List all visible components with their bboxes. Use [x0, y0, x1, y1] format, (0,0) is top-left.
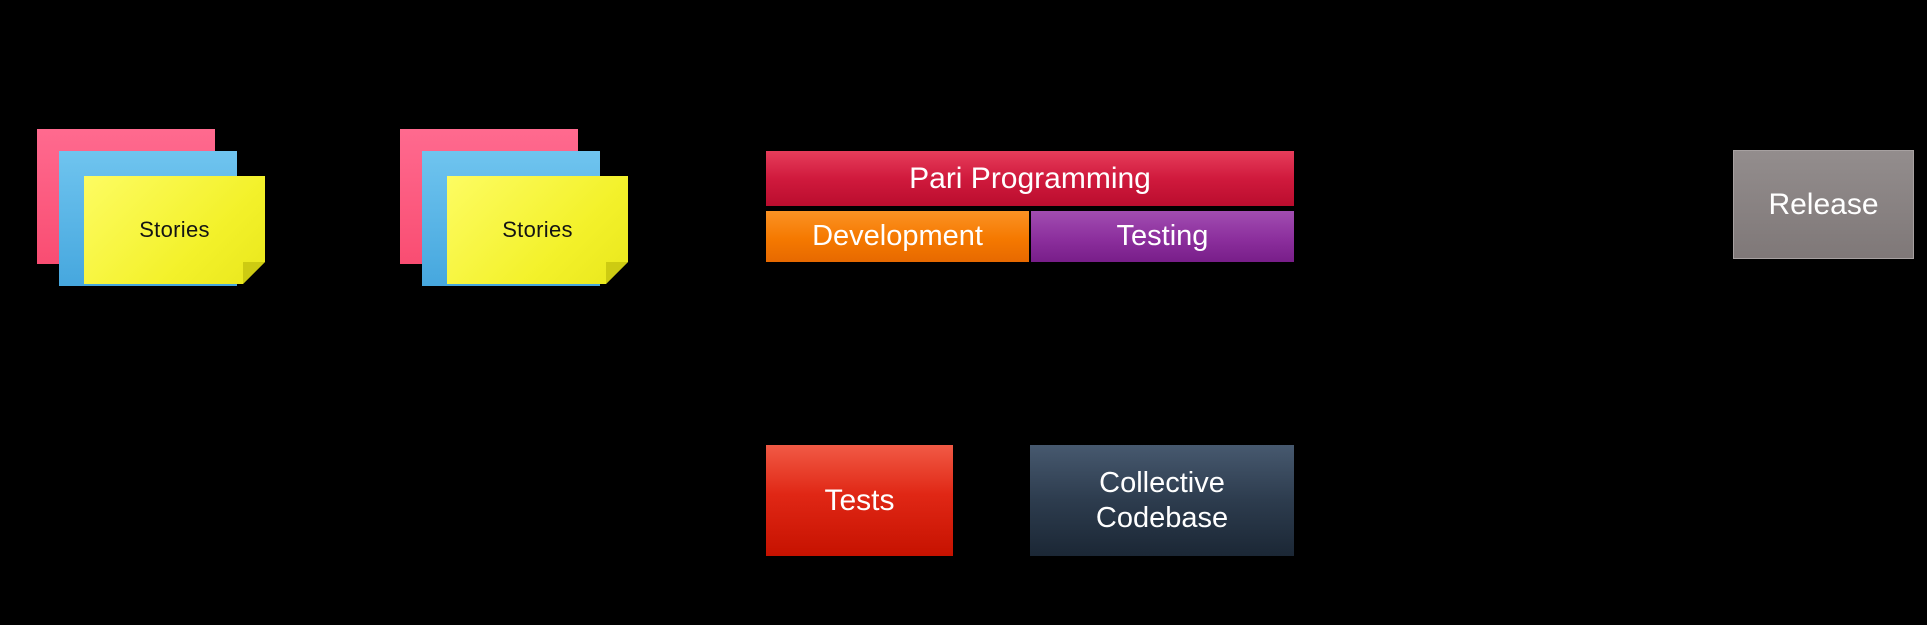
- release-node: Release: [1733, 150, 1914, 259]
- sticky-note-front: Stories: [447, 176, 628, 284]
- sticky-note-front: Stories: [84, 176, 265, 284]
- tests-node: Tests: [766, 445, 953, 556]
- collective-codebase-label: Collective Codebase: [1095, 466, 1229, 534]
- pair-programming-label: Pari Programming: [909, 161, 1151, 195]
- folded-corner-icon: [243, 262, 265, 284]
- story-stack-2: Stories: [400, 129, 650, 304]
- collective-codebase-node: Collective Codebase: [1030, 445, 1294, 556]
- tests-label: Tests: [824, 483, 895, 517]
- stories-label: Stories: [502, 217, 573, 242]
- release-label: Release: [1768, 187, 1879, 221]
- stories-label: Stories: [139, 217, 210, 242]
- story-stack-1: Stories: [37, 129, 287, 304]
- testing-label: Testing: [1116, 220, 1209, 252]
- folded-corner-icon: [606, 262, 628, 284]
- development-label: Development: [812, 220, 983, 252]
- development-node: Development: [766, 211, 1029, 262]
- testing-node: Testing: [1031, 211, 1294, 262]
- pair-programming-node: Pari Programming: [766, 151, 1294, 206]
